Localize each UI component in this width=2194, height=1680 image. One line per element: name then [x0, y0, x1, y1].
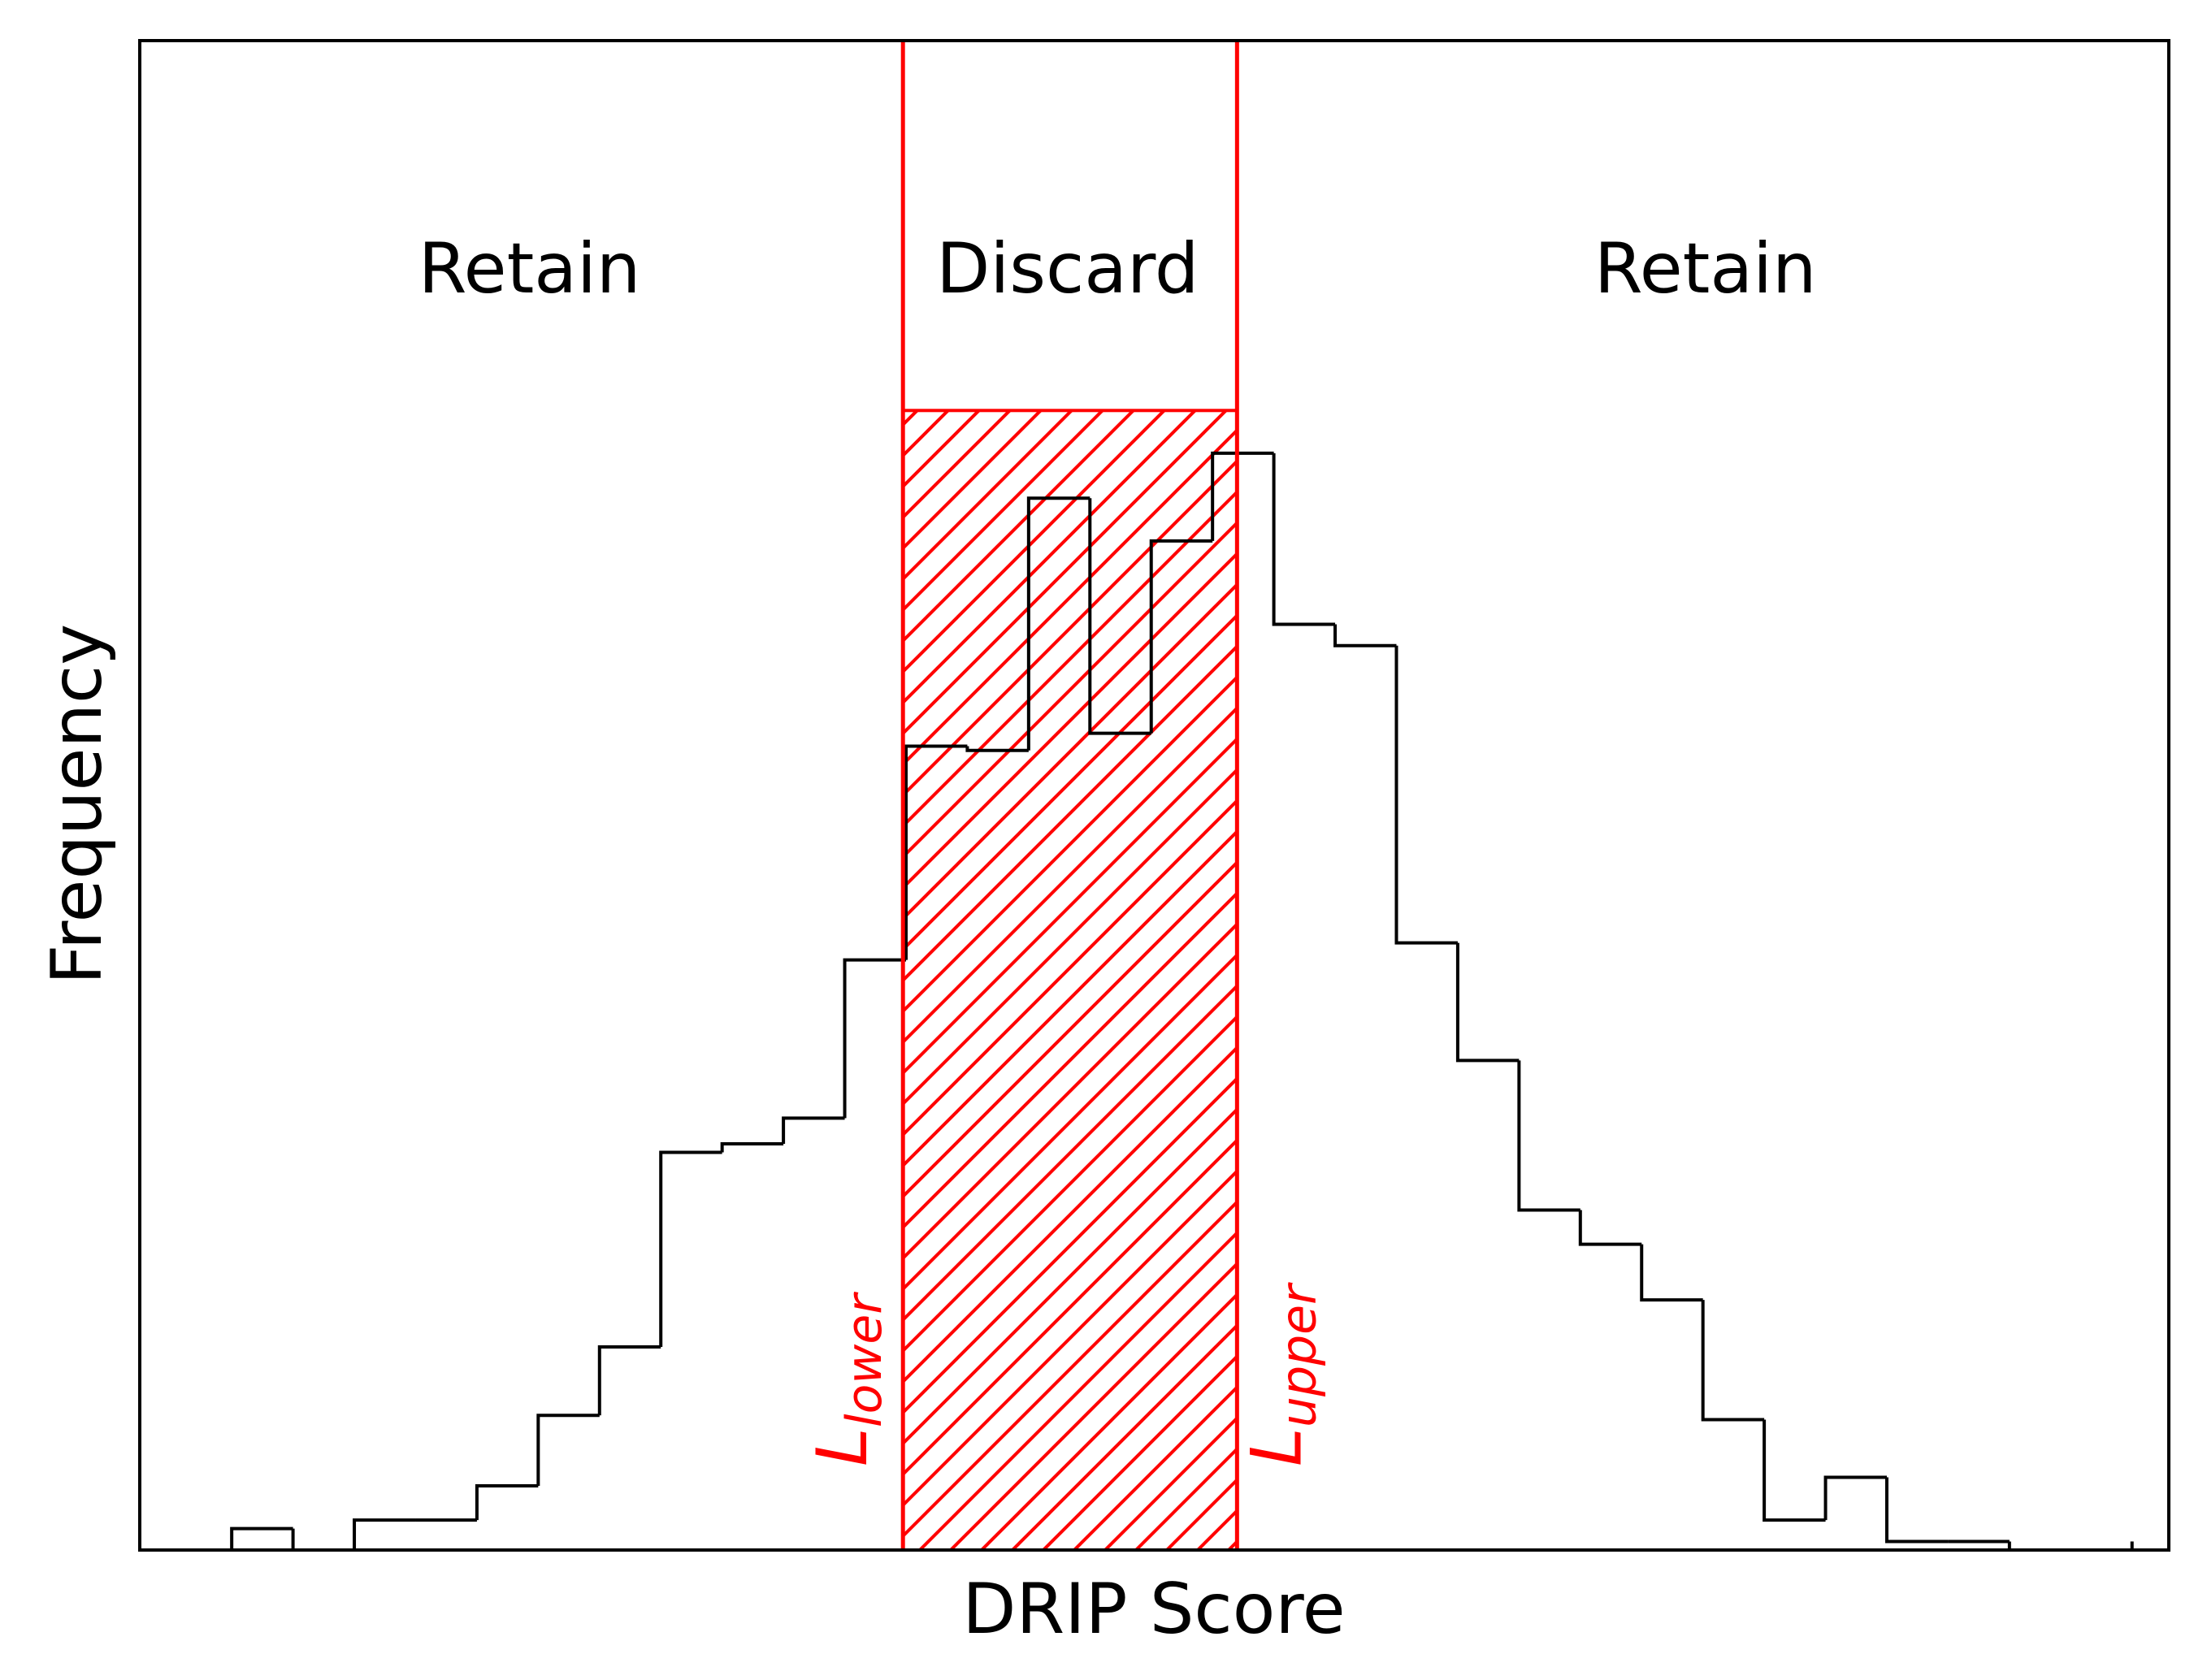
- histogram-bin: [536, 1414, 600, 1487]
- histogram-bin: [782, 1116, 845, 1144]
- discard-band-layer: [901, 409, 1239, 1552]
- threshold-subscript: lower: [836, 1292, 893, 1427]
- histogram-bin: [1701, 1300, 1765, 1422]
- svg-text:Lupper: Lupper: [1236, 1282, 1327, 1466]
- histogram-bin: [1763, 1419, 1826, 1522]
- histogram-bin: [1211, 451, 1274, 541]
- histogram-bin: [1578, 1210, 1642, 1246]
- region-label-middle: Discard: [936, 228, 1199, 310]
- histogram-bin: [597, 1344, 661, 1416]
- threshold-symbol: L: [802, 1427, 883, 1466]
- region-labels: Retain Discard Retain: [418, 228, 1817, 310]
- region-label-right: Retain: [1594, 228, 1817, 310]
- discard-band-hatch: [901, 409, 1239, 1552]
- histogram-bin: [353, 1518, 416, 1550]
- histogram-bin: [230, 1526, 293, 1550]
- histogram-layer: [230, 451, 2134, 1552]
- x-axis-label: DRIP Score: [962, 1569, 1345, 1650]
- histogram-bin: [659, 1150, 722, 1347]
- histogram-bin: [1394, 645, 1458, 945]
- histogram-bin: [1026, 496, 1090, 751]
- histogram-bin: [904, 744, 968, 960]
- histogram-bin: [1088, 498, 1151, 735]
- histogram-bin: [1517, 1060, 1580, 1212]
- y-axis-label: Frequency: [37, 624, 118, 985]
- threshold-label-upper: Lupper: [1236, 1282, 1327, 1466]
- threshold-subscript: upper: [1270, 1282, 1327, 1427]
- histogram-bin: [843, 958, 906, 1119]
- histogram-bin: [1272, 452, 1336, 626]
- histogram-bin: [720, 1141, 784, 1153]
- histogram-bin: [965, 746, 1029, 752]
- histogram-bin: [475, 1484, 539, 1521]
- threshold-symbol: L: [1236, 1427, 1317, 1466]
- histogram-bin: [1455, 942, 1520, 1063]
- histogram-bin: [1640, 1244, 1703, 1302]
- histogram-bin: [1823, 1475, 1887, 1521]
- svg-text:Llower: Llower: [802, 1292, 893, 1466]
- threshold-label-lower: Llower: [802, 1292, 893, 1466]
- histogram-bin: [1149, 539, 1213, 734]
- plot-frame: [138, 39, 2170, 1552]
- histogram-bin: [1333, 624, 1397, 647]
- threshold-layer: [900, 41, 1239, 1550]
- region-label-left: Retain: [418, 228, 641, 310]
- histogram-bin: [1884, 1477, 1949, 1544]
